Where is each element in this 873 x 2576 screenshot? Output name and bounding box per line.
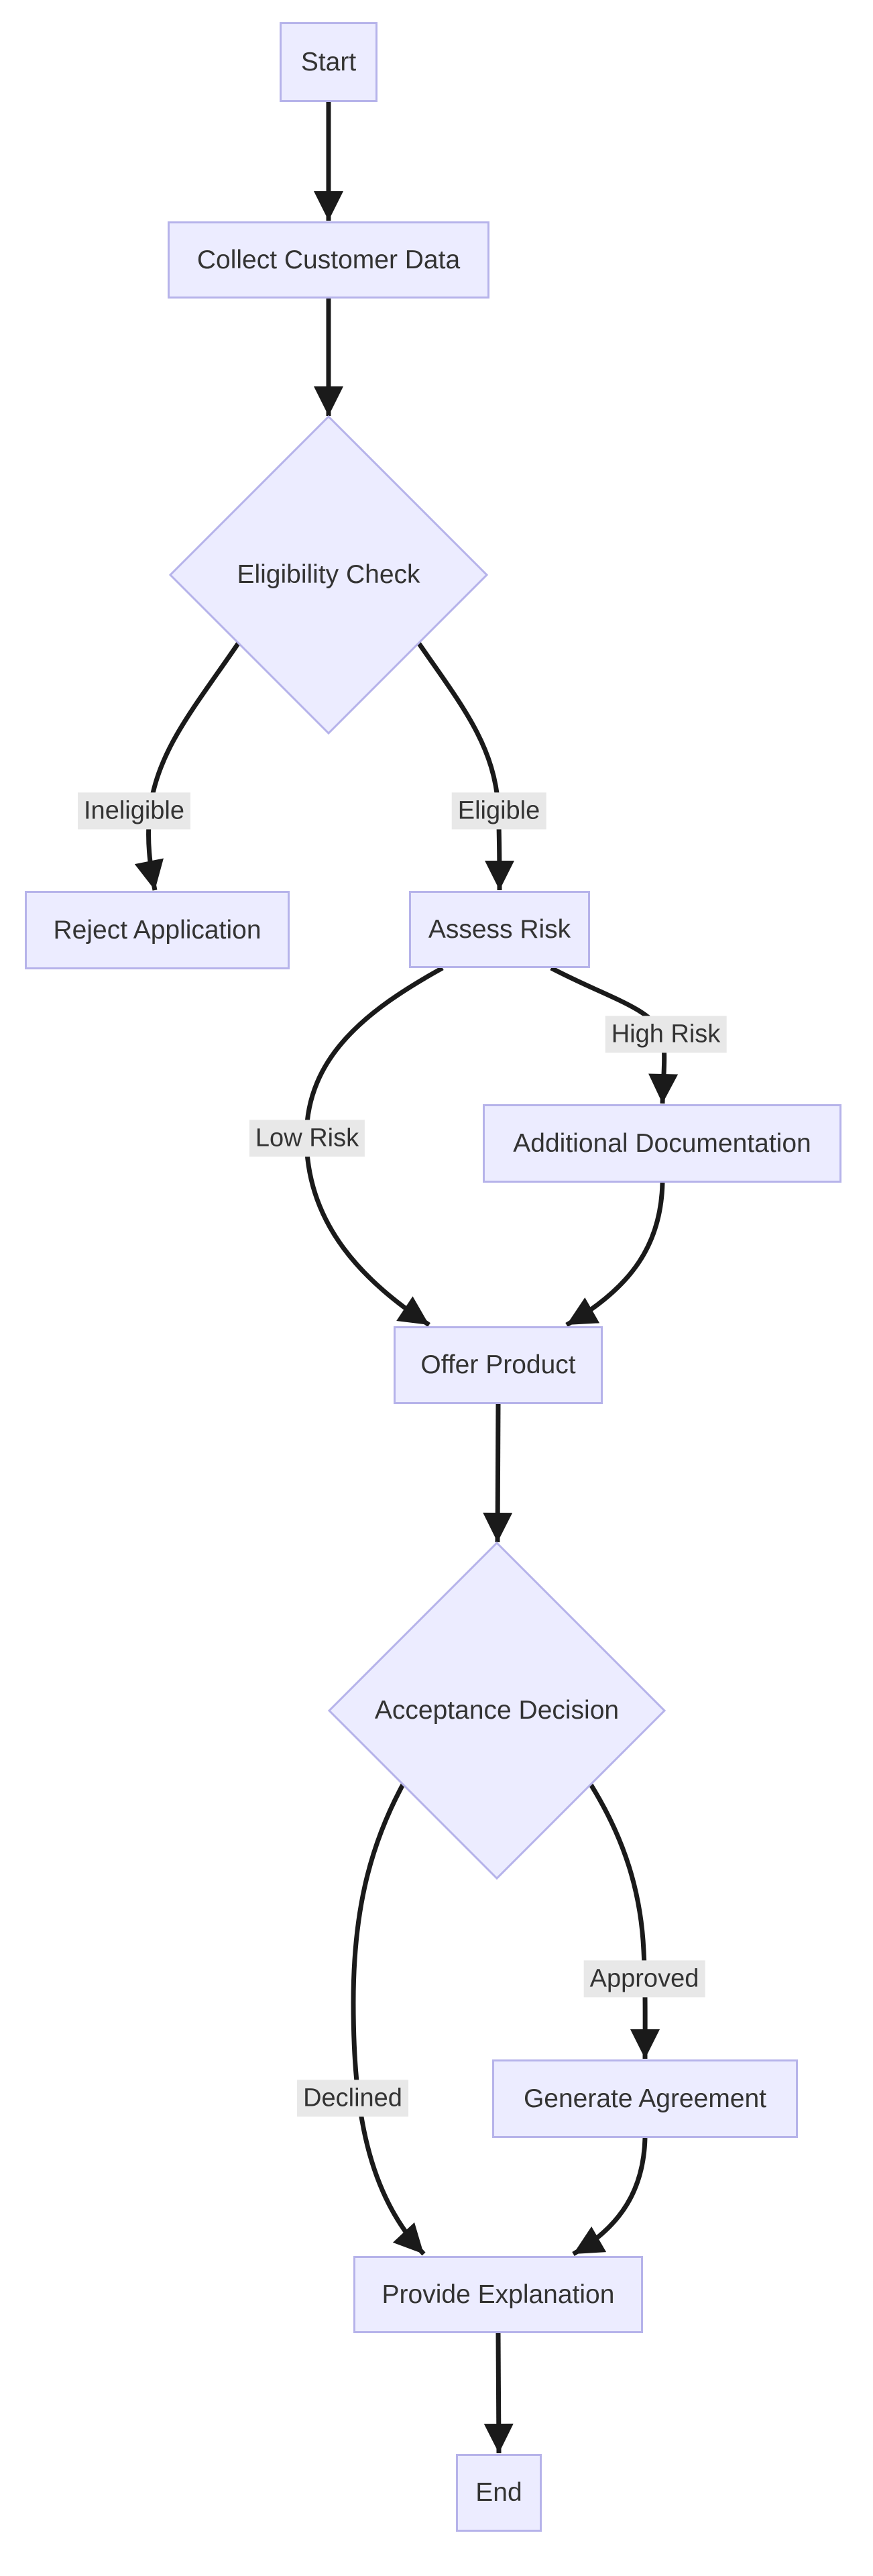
- node-reject-application: Reject Application: [25, 891, 290, 969]
- edge-label-low-risk: Low Risk: [249, 1120, 365, 1157]
- edge-label-declined: Declined: [297, 2080, 408, 2117]
- node-additional-documentation: Additional Documentation: [483, 1104, 841, 1183]
- node-end: End: [456, 2454, 542, 2532]
- edge-eligibility-assess: [416, 641, 514, 891]
- node-eligibility-check-label: Eligibility Check: [237, 560, 420, 589]
- edge-label-high-risk: High Risk: [605, 1016, 727, 1053]
- node-provide-explanation: Provide Explanation: [353, 2256, 643, 2333]
- edge-eligibility-reject: [134, 641, 241, 891]
- node-acceptance-decision-shape: [327, 1541, 666, 1880]
- edge-acceptance-provide: [351, 1783, 426, 2256]
- node-offer-product: Offer Product: [394, 1326, 603, 1404]
- edge-generate-provide: [572, 2137, 648, 2257]
- node-start: Start: [280, 22, 377, 102]
- edge-adddoc-offer: [565, 1182, 665, 1328]
- node-generate-agreement: Generate Agreement: [492, 2059, 798, 2138]
- edge-provide-end: [483, 2332, 514, 2454]
- node-eligibility-check-shape: [168, 415, 489, 735]
- edge-label-eligible: Eligible: [451, 792, 546, 830]
- edge-label-approved: Approved: [583, 1960, 705, 1998]
- edge-acceptance-generate: [589, 1783, 660, 2059]
- node-assess-risk: Assess Risk: [409, 891, 590, 968]
- node-collect-customer-data: Collect Customer Data: [168, 221, 489, 299]
- node-acceptance-decision-label: Acceptance Decision: [374, 1696, 620, 1725]
- edge-label-ineligible: Ineligible: [78, 792, 190, 830]
